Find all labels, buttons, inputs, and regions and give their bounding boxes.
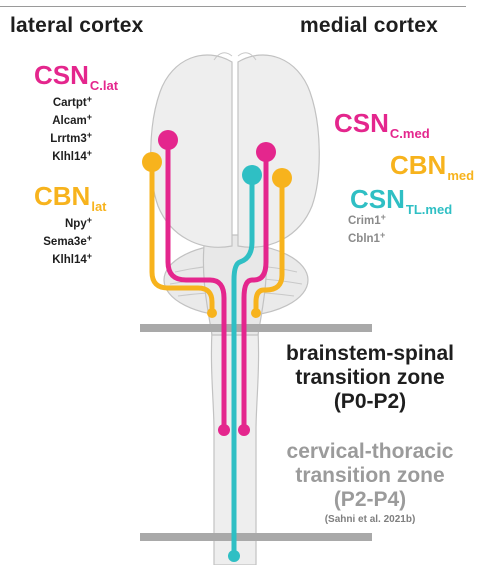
cbn-lat-label: CBNlat xyxy=(34,183,107,213)
marker-gene: Sema3e+ xyxy=(34,231,92,249)
csn-clat-marker-list: Cartpt+ Alcam+ Lrrtm3+ Klhl14+ xyxy=(34,92,92,164)
marker-gene: Lrrtm3+ xyxy=(34,128,92,146)
marker-gene: Cartpt+ xyxy=(34,92,92,110)
zone-line: brainstem-spinal xyxy=(262,342,478,366)
citation-text: (Sahni et al. 2021b) xyxy=(262,514,478,525)
zone-line: transition zone xyxy=(262,366,478,390)
zone-line: (P2-P4) xyxy=(262,488,478,512)
marker-gene: Alcam+ xyxy=(34,110,92,128)
csn-tlmed-marker-list: Crim1+ Cbln1+ xyxy=(348,210,386,246)
cervical-zone-label: cervical-thoracic transition zone (P2-P4… xyxy=(262,440,478,512)
zone-line: (P0-P2) xyxy=(262,390,478,414)
cbn-med-name: CBN xyxy=(390,150,446,180)
csn-tlmed-subscript: TL.med xyxy=(406,202,452,217)
cbn-med-soma xyxy=(272,168,292,188)
brainstem-zone-bar xyxy=(140,324,372,332)
marker-gene: Cbln1+ xyxy=(348,228,386,246)
marker-gene: Npy+ xyxy=(34,213,92,231)
csn-cmed-subscript: C.med xyxy=(390,126,430,141)
csn-tlmed-terminal xyxy=(228,550,240,562)
zone-line: cervical-thoracic xyxy=(262,440,478,464)
marker-gene: Klhl14+ xyxy=(34,249,92,267)
cbn-lat-name: CBN xyxy=(34,181,90,211)
csn-tlmed-soma xyxy=(242,165,262,185)
csn-clat-subscript: C.lat xyxy=(90,78,118,93)
csn-clat-terminal xyxy=(218,424,230,436)
cbn-lat-subscript: lat xyxy=(91,199,106,214)
csn-cmed-name: CSN xyxy=(334,108,389,138)
csn-cmed-soma xyxy=(256,142,276,162)
cbn-lat-marker-list: Npy+ Sema3e+ Klhl14+ xyxy=(34,213,92,267)
csn-clat-label: CSNC.lat xyxy=(34,62,118,92)
csn-clat-name: CSN xyxy=(34,60,89,90)
cbn-med-terminal xyxy=(251,308,261,318)
cbn-lat-soma xyxy=(142,152,162,172)
csn-cmed-label: CSNC.med xyxy=(334,110,430,140)
csn-cmed-terminal xyxy=(238,424,250,436)
brainstem-zone-label: brainstem-spinal transition zone (P0-P2) xyxy=(262,342,478,414)
cervical-zone-bar xyxy=(140,533,372,541)
marker-gene: Klhl14+ xyxy=(34,146,92,164)
cbn-med-label: CBNmed xyxy=(390,152,474,182)
csn-clat-soma xyxy=(158,130,178,150)
cbn-lat-terminal xyxy=(207,308,217,318)
left-hemisphere xyxy=(151,55,232,247)
zone-line: transition zone xyxy=(262,464,478,488)
cbn-med-subscript: med xyxy=(447,168,474,183)
marker-gene: Crim1+ xyxy=(348,210,386,228)
